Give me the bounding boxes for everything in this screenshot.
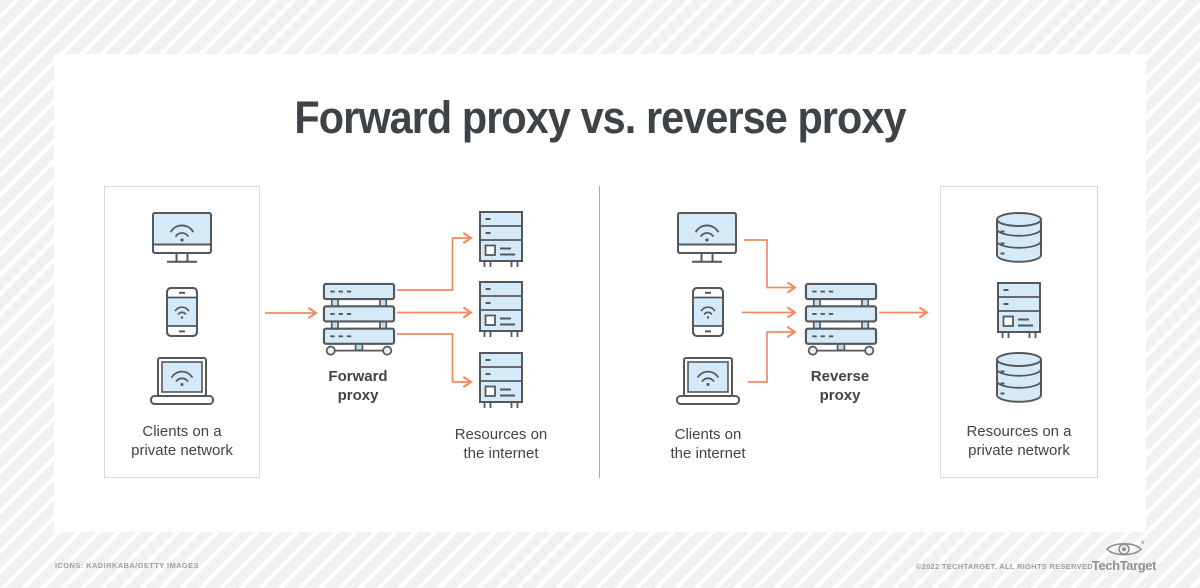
techtarget-logo: TechTarget: [1088, 540, 1160, 573]
eye-target-icon: [1105, 540, 1144, 556]
section-divider: [599, 186, 600, 478]
icon-credits: ICONS: KADIRKABA/GETTY IMAGES: [55, 561, 199, 570]
arrow-laptop-to-reverse-proxy: [748, 326, 797, 383]
label-clients-internet: Clients on the internet: [670, 426, 746, 462]
copyright-notice: ©2022 TECHTARGET. ALL RIGHTS RESERVED: [915, 562, 1093, 571]
label-forward-proxy: Forward proxy: [328, 368, 388, 404]
label-resources-internet: Resources on the internet: [454, 426, 548, 462]
label-resources-private-network: Resources on a private network: [966, 423, 1072, 459]
arrow-forward-proxy-to-server-top: [397, 232, 473, 291]
arrow-forward-proxy-to-server-bottom: [397, 333, 473, 388]
arrow-desktop-to-reverse-proxy: [744, 239, 797, 294]
brand-name: TechTarget: [1091, 558, 1157, 573]
label-clients-private-network: Clients on a private network: [131, 423, 233, 459]
label-reverse-proxy: Reverse proxy: [810, 368, 870, 404]
page-title: Forward proxy vs. reverse proxy: [294, 92, 906, 143]
